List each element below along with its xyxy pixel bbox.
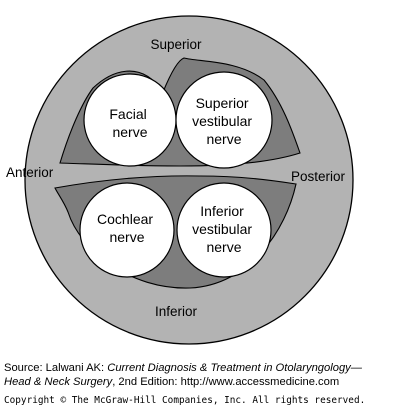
source-caption-line-2: Head & Neck Surgery, 2nd Edition: http:/… — [4, 375, 339, 389]
internal-auditory-canal-diagram: Superior Inferior Anterior Posterior Fac… — [6, 15, 354, 345]
superior-vestibular-line-1: Superior — [196, 95, 249, 111]
cochlear-nerve-line-1: Cochlear — [97, 211, 153, 227]
source-caption-line-1: Source: Lalwani AK: Current Diagnosis & … — [4, 361, 362, 375]
copyright-notice: Copyright © The McGraw-Hill Companies, I… — [4, 395, 366, 406]
cochlear-nerve-circle — [79, 182, 175, 278]
inferior-vestibular-nerve-circle — [176, 182, 272, 278]
facial-nerve-label: Facial nerve — [109, 106, 150, 140]
book-title-part-1: Current Diagnosis & Treatment in Otolary… — [107, 362, 362, 374]
superior-vestibular-line-2: vestibular — [192, 113, 252, 129]
facial-nerve-line-2: nerve — [112, 124, 147, 140]
superior-vestibular-line-3: nerve — [206, 131, 241, 147]
book-title-part-2: Head & Neck Surgery — [4, 376, 113, 388]
superior-vestibular-nerve-label: Superior vestibular nerve — [192, 95, 256, 147]
inferior-vestibular-line-1: Inferior — [200, 203, 244, 219]
source-prefix: Source: Lalwani AK: — [4, 362, 108, 374]
cochlear-nerve-line-2: nerve — [109, 229, 144, 245]
posterior-label: Posterior — [291, 169, 346, 184]
edition-and-url: , 2nd Edition: http://www.accessmedicine… — [112, 376, 340, 388]
anterior-label: Anterior — [6, 165, 54, 180]
inferior-vestibular-line-2: vestibular — [192, 221, 252, 237]
inferior-vestibular-nerve-label: Inferior vestibular nerve — [192, 203, 256, 255]
facial-nerve-line-1: Facial — [109, 106, 146, 122]
inferior-vestibular-line-3: nerve — [206, 239, 241, 255]
superior-label: Superior — [150, 37, 202, 52]
inferior-label: Inferior — [155, 304, 198, 319]
superior-vestibular-nerve-circle — [175, 71, 273, 169]
cochlear-nerve-label: Cochlear nerve — [97, 211, 157, 245]
